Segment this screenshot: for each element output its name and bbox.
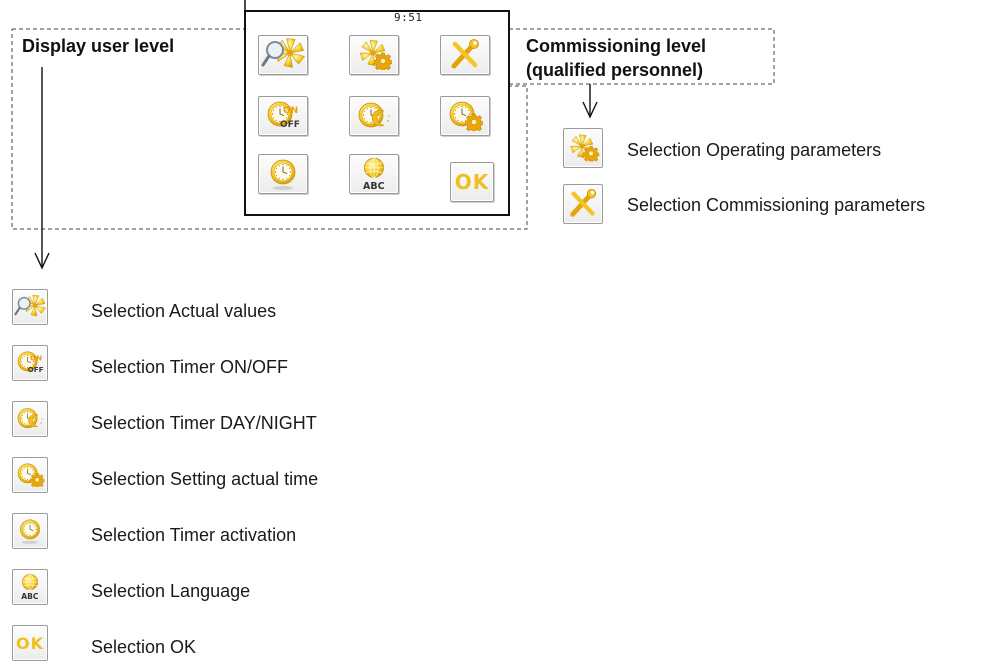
legend-actual-values-button [12,289,48,325]
svg-text:OFF: OFF [28,365,44,374]
ok-icon: OK [16,633,44,653]
legend-timer-on-off-label: Selection Timer ON/OFF [91,357,289,377]
timer-day-night-button[interactable] [349,96,399,136]
legend-ok-label: Selection OK [91,637,197,657]
operating-parameters-icon [570,134,600,162]
legend-language-label: Selection Language [91,581,251,601]
svg-text:OFF: OFF [280,120,300,130]
legend-operating-parameters-label: Selection Operating parameters [627,140,882,160]
setting-actual-time-icon [449,101,483,131]
ok-button[interactable]: OK [450,162,494,202]
timer-on-off-icon: ON OFF [17,351,44,374]
commissioning-heading-line1: Commissioning level [526,36,707,56]
timer-on-off-button[interactable]: ON OFF [258,96,308,136]
legend-timer-activation-label: Selection Timer activation [91,525,297,545]
legend-commissioning-parameters-button [563,184,603,224]
legend-timer-on-off-button: ON OFF [12,345,48,381]
legend-timer-activation-button [12,513,48,549]
legend-ok-button: OK [12,625,48,661]
timer-day-night-icon [17,408,43,429]
language-icon: ABC [21,574,39,601]
setting-actual-time-button[interactable] [440,96,490,136]
commissioning-heading-line2: (qualified personnel) [526,60,704,80]
actual-values-icon [14,294,46,317]
legend-operating-parameters-button [563,128,603,168]
legend-timer-day-night-button [12,401,48,437]
operating-parameters-icon [359,39,392,70]
legend-commissioning-parameters-label: Selection Commissioning parameters [627,195,926,215]
timer-activation-icon [270,159,296,190]
actual-values-button[interactable] [258,35,308,75]
timer-day-night-icon [358,102,390,128]
timer-on-off-icon: ON OFF [267,101,300,130]
clock-time: 9:51 [394,11,423,24]
commissioning-parameters-icon [451,39,479,69]
language-icon: ABC [363,157,385,191]
language-button[interactable]: ABC [349,154,399,194]
operating-parameters-button[interactable] [349,35,399,75]
legend-setting-actual-time-label: Selection Setting actual time [91,469,319,489]
setting-actual-time-icon [17,463,45,487]
display-user-level-heading: Display user level [22,36,175,56]
legend-timer-day-night-label: Selection Timer DAY/NIGHT [91,413,317,433]
legend-language-button: ABC [12,569,48,605]
svg-text:ABC: ABC [21,592,39,601]
actual-values-icon [261,38,305,68]
ok-icon: OK [454,170,490,194]
legend-setting-actual-time-button [12,457,48,493]
commissioning-parameters-icon [570,188,597,217]
commissioning-parameters-button[interactable] [440,35,490,75]
svg-text:ABC: ABC [363,181,385,191]
svg-text:ON: ON [30,354,42,363]
timer-activation-icon [20,519,40,544]
commissioning-level-heading: Commissioning level (qualified personnel… [526,34,706,82]
svg-text:ON: ON [283,106,298,116]
legend-actual-values-label: Selection Actual values [91,301,277,321]
timer-activation-button[interactable] [258,154,308,194]
